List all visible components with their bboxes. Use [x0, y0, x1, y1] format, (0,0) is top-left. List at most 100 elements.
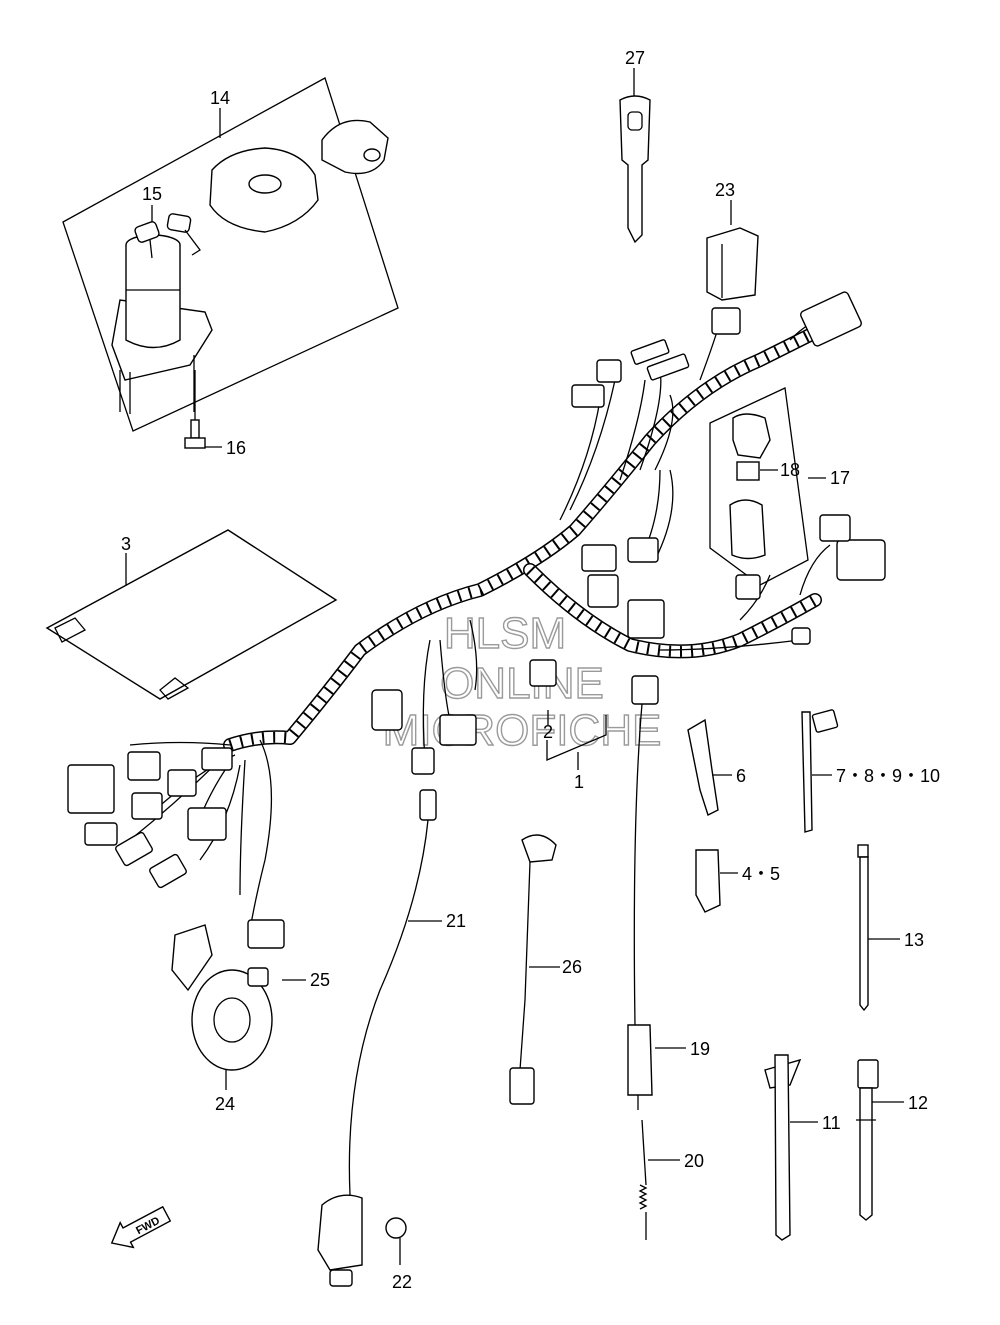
- cable-tie-icon: [859, 1087, 873, 1221]
- horn-icon: [191, 969, 273, 1071]
- connector-icon: [627, 599, 665, 639]
- callout-18: 18: [780, 460, 800, 480]
- wiring-label-group: 3: [45, 529, 338, 700]
- callout-2: 2: [543, 722, 553, 742]
- connector-icon: [791, 627, 811, 645]
- key-blank-icon: [619, 95, 651, 244]
- callout-16: 16: [226, 438, 246, 458]
- connector-icon: [630, 339, 670, 365]
- neutral-sensor-group: 19 20: [627, 675, 710, 1240]
- connector-icon: [735, 574, 761, 600]
- seat-lock-icon: [321, 119, 389, 175]
- callout-1: 1: [574, 772, 584, 792]
- connector-icon: [127, 751, 161, 781]
- callout-15: 15: [142, 184, 162, 204]
- connector-icon: [115, 831, 153, 867]
- main-wiring-harness: 2 1: [67, 291, 886, 949]
- forward-direction-indicator: FWD: [110, 1205, 172, 1249]
- connector-icon: [84, 822, 118, 846]
- callout-24: 24: [215, 1094, 235, 1114]
- noise-suppressor-group: 26: [509, 834, 582, 1105]
- callout-7-10: 7・8・9・10: [836, 766, 940, 786]
- fwd-arrow-icon: [110, 1205, 172, 1249]
- horn-group: 25 24: [171, 924, 330, 1114]
- wiring-label-sheet-icon: [45, 529, 338, 700]
- callout-19: 19: [690, 1039, 710, 1059]
- connector-icon: [571, 384, 605, 408]
- connector-icon: [67, 764, 115, 814]
- watermark: HLSM ONLINE MICROFICHE: [382, 608, 662, 755]
- connector-icon: [167, 769, 197, 797]
- callout-4-5: 4・5: [742, 864, 780, 884]
- fuel-cap-lock-icon: [209, 147, 319, 233]
- relay-group: 23: [706, 180, 759, 301]
- connector-icon: [371, 689, 403, 731]
- clamp-icon: [695, 849, 721, 913]
- clamp-6-group: 6: [687, 718, 746, 816]
- fuse-icon: [736, 461, 760, 481]
- cable-tie-12-group: 12: [856, 1059, 928, 1221]
- connector-icon: [529, 659, 557, 687]
- connector-icon: [581, 544, 617, 572]
- connector-icon: [596, 359, 622, 383]
- connector-icon: [201, 747, 233, 771]
- key-set-icon: [134, 213, 201, 259]
- connector-icon: [247, 919, 285, 949]
- bolt-16-icon: [184, 370, 222, 449]
- callout-22: 22: [392, 1272, 412, 1292]
- callout-27: 27: [625, 48, 645, 68]
- connector-icon: [800, 291, 862, 347]
- connector-icon: [187, 807, 227, 841]
- connector-icon: [149, 853, 187, 889]
- callout-6: 6: [736, 766, 746, 786]
- callout-17: 17: [830, 468, 850, 488]
- connector-icon: [627, 537, 659, 563]
- cable-tie-icon: [859, 856, 869, 1012]
- callout-21: 21: [446, 911, 466, 931]
- clamp-icon: [687, 718, 719, 816]
- ignition-switch-icon: [111, 234, 213, 414]
- callout-23: 23: [715, 180, 735, 200]
- connector-icon: [587, 574, 619, 608]
- connector-icon: [836, 539, 886, 581]
- callout-3: 3: [121, 534, 131, 554]
- watermark-line-3: MICROFICHE: [383, 706, 662, 755]
- screw-icon: [385, 1217, 407, 1239]
- side-stand-switch-group: 21: [317, 789, 466, 1287]
- fuse-cover-icon: [732, 413, 771, 459]
- key-blank-group: 27: [619, 48, 651, 244]
- connector-icon: [411, 747, 435, 775]
- connector-icon: [439, 714, 477, 746]
- fuse-box-frame: [709, 387, 809, 586]
- connector-icon: [711, 307, 741, 335]
- ignition-kit-frame: [62, 77, 399, 432]
- cable-tie-icon: [801, 711, 813, 833]
- connector-icon: [819, 514, 851, 542]
- callout-26: 26: [562, 957, 582, 977]
- spring-icon: [638, 1184, 648, 1210]
- cable-tie-7-10-group: 7・8・9・10: [801, 709, 940, 833]
- callout-12: 12: [908, 1093, 928, 1113]
- fwd-label: FWD: [134, 1215, 162, 1237]
- relay-icon: [706, 227, 759, 301]
- ignition-switch-set-group: 14 15 16: [62, 77, 399, 458]
- screw-22-group: 22: [385, 1217, 412, 1292]
- watermark-line-1: HLSM: [444, 609, 566, 658]
- connector-icon: [646, 353, 690, 381]
- connector-icon: [131, 792, 163, 820]
- callout-14: 14: [210, 88, 230, 108]
- side-stand-switch-icon: [317, 1194, 363, 1271]
- gear-position-sensor-icon: [627, 1024, 653, 1096]
- callout-20: 20: [684, 1151, 704, 1171]
- cable-tie-11-group: 11: [764, 1054, 841, 1241]
- fuse-box-group: 18 17: [709, 387, 850, 586]
- cable-tie-icon: [774, 1054, 791, 1241]
- callout-25: 25: [310, 970, 330, 990]
- callout-13: 13: [904, 930, 924, 950]
- cable-tie-13-group: 13: [857, 844, 924, 1012]
- watermark-line-2: ONLINE: [440, 659, 604, 708]
- clamp-4-5-group: 4・5: [695, 849, 780, 913]
- callout-11: 11: [822, 1113, 841, 1133]
- noise-suppressor-icon: [509, 1067, 535, 1105]
